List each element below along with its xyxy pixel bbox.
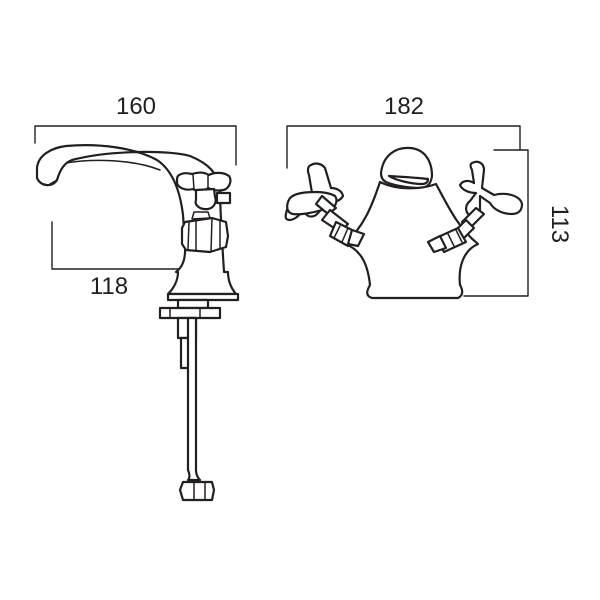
cross-handle-side — [175, 171, 232, 211]
dimension-overall-width-front: 182 — [286, 93, 521, 169]
spout-outlet — [49, 179, 58, 185]
side-view: 160 118 — [34, 93, 240, 502]
spout-inner-line — [65, 159, 161, 171]
tap-base-side — [166, 292, 240, 302]
flexible-hose — [178, 316, 216, 502]
dimension-height: 113 — [463, 149, 573, 297]
dimension-label-160: 160 — [116, 93, 156, 120]
cross-handle-left — [284, 162, 366, 248]
dimension-label-182: 182 — [384, 93, 424, 120]
front-view: 182 113 — [284, 93, 573, 300]
cross-handle-right — [426, 160, 524, 254]
dimension-spout-reach: 118 — [51, 221, 204, 300]
dimension-label-113: 113 — [546, 205, 573, 243]
dimension-label-118: 118 — [90, 273, 128, 300]
front-spout — [379, 146, 434, 190]
dimension-overall-width-side: 160 — [34, 93, 237, 166]
valve-headgear-side — [180, 211, 230, 254]
